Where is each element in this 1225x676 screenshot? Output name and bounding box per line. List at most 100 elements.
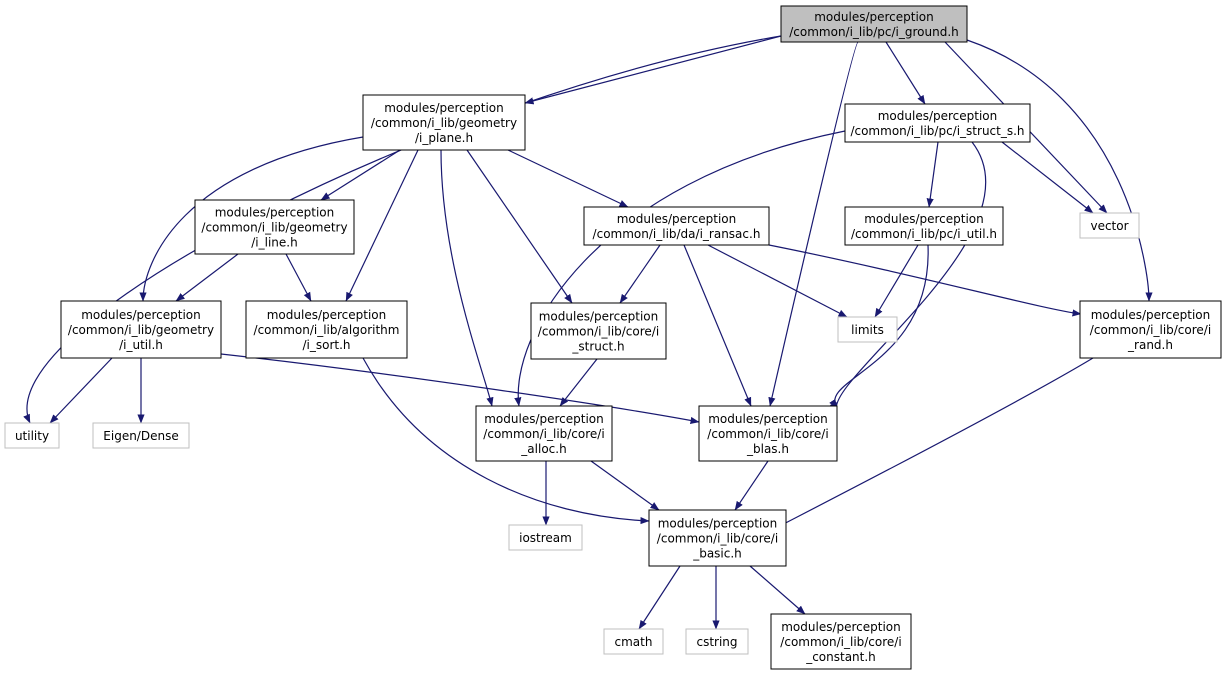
node-label-line: modules/perception (267, 308, 387, 322)
node-label-line: modules/perception (878, 109, 998, 123)
node-label-line: /common/i_lib/pc/i_struct_s.h (850, 124, 1024, 138)
node-cstring: cstring (685, 628, 749, 655)
node-box (685, 628, 749, 655)
node-box (844, 206, 1004, 246)
edge-i_blas-to-i_basic (734, 460, 769, 511)
node-i-ransac[interactable]: modules/perception/common/i_lib/da/i_ran… (583, 206, 770, 246)
node-box (1079, 300, 1222, 359)
node-box (4, 422, 60, 449)
node-label-line: _constant.h (805, 650, 876, 664)
node-label-line: cmath (615, 635, 653, 649)
edge-pc_i_util-to-i_blas (829, 244, 929, 409)
edge-i_struct_s-to-i_blas (830, 141, 987, 412)
node-label-line: modules/perception (81, 308, 201, 322)
node-box (530, 302, 667, 360)
node-label-line: _basic.h (692, 547, 742, 561)
node-label-line: /common/i_lib/geometry (68, 323, 214, 337)
node-label-line: /common/i_lib/algorithm (254, 323, 400, 337)
node-pc-i-util[interactable]: modules/perception/common/i_lib/pc/i_uti… (844, 206, 1004, 246)
node-box (844, 103, 1031, 143)
node-label-line: iostream (519, 531, 572, 545)
node-i-struct-s[interactable]: modules/perception/common/i_lib/pc/i_str… (844, 103, 1031, 143)
edge-i_line-to-i_sort (285, 253, 312, 302)
node-box (92, 422, 190, 449)
node-i-struct[interactable]: modules/perception/common/i_lib/core/i_s… (530, 302, 667, 360)
node-label-line: modules/perception (781, 620, 901, 634)
node-label-line: modules/perception (864, 212, 984, 226)
edge-i_ground-to-i_blas (768, 41, 859, 407)
node-i-constant[interactable]: modules/perception/common/i_lib/core/i_c… (770, 613, 912, 670)
node-label-line: modules/perception (539, 310, 659, 324)
node-label-line: _struct.h (571, 340, 624, 354)
node-box (245, 300, 408, 359)
edge-i_ground-to-i_rand (966, 39, 1153, 302)
node-label-line: /common/i_lib/core/i (780, 635, 901, 649)
node-label-line: vector (1090, 219, 1128, 233)
edge-geo_i_util-to-i_blas (220, 353, 700, 424)
node-utility: utility (4, 422, 60, 449)
node-i-line[interactable]: modules/perception/common/i_lib/geometry… (194, 199, 355, 255)
node-i-rand[interactable]: modules/perception/common/i_lib/core/i_r… (1079, 300, 1222, 359)
node-i-plane[interactable]: modules/perception/common/i_lib/geometry… (362, 94, 526, 151)
edge-i_struct-to-i_alloc (559, 358, 598, 407)
node-i-alloc[interactable]: modules/perception/common/i_lib/core/i_a… (475, 405, 613, 462)
node-label-line: modules/perception (484, 412, 604, 426)
node-label-line: /i_sort.h (302, 338, 350, 352)
node-box (475, 405, 613, 462)
edge-i_plane-to-i_ransac (507, 149, 629, 208)
node-cmath: cmath (603, 628, 664, 655)
edge-i_struct_s-to-vector (1001, 141, 1094, 214)
edge-i_struct_s-to-pc_i_util (926, 141, 939, 208)
node-box (770, 613, 912, 670)
node-iostream: iostream (508, 524, 583, 551)
node-eigen-dense: Eigen/Dense (92, 422, 190, 449)
node-i-ground[interactable]: modules/perception/common/i_lib/pc/i_gro… (780, 5, 968, 43)
node-label-line: /i_plane.h (415, 131, 473, 145)
node-label-line: modules/perception (617, 212, 737, 226)
node-label-line: limits (851, 323, 884, 337)
node-label-line: _alloc.h (520, 442, 566, 456)
node-label-line: modules/perception (814, 10, 934, 24)
node-label-line: Eigen/Dense (103, 429, 178, 443)
edge-i_ground-to-i_struct_s (885, 41, 926, 105)
node-i-basic[interactable]: modules/perception/common/i_lib/core/i_b… (648, 509, 787, 567)
edge-i_ransac-to-i_blas (683, 244, 752, 407)
edge-i_ransac-to-i_struct (619, 244, 661, 304)
node-i-blas[interactable]: modules/perception/common/i_lib/core/i_b… (698, 405, 838, 462)
edge-i_plane-to-geo_i_util (139, 136, 364, 302)
node-label-line: /common/i_lib/geometry (201, 221, 347, 235)
edge-i_ransac-to-i_rand (768, 244, 1082, 317)
node-box (780, 5, 968, 43)
node-label-line: cstring (696, 635, 737, 649)
edge-i_ransac-to-limits (707, 244, 848, 318)
node-label-line: modules/perception (215, 206, 335, 220)
edge-i_plane-to-i_sort (345, 149, 419, 302)
edge-i_basic-to-cmath (638, 565, 681, 630)
edge-i_alloc-to-i_basic (590, 460, 660, 511)
node-label-line: /i_util.h (119, 338, 163, 352)
node-box (837, 316, 898, 343)
node-i-sort[interactable]: modules/perception/common/i_lib/algorith… (245, 300, 408, 359)
node-box (698, 405, 838, 462)
node-geo-i-util[interactable]: modules/perception/common/i_lib/geometry… (60, 300, 222, 359)
edge-i_sort-to-i_basic (362, 357, 650, 525)
edge-pc_i_util-to-limits (874, 244, 919, 318)
node-label-line: /common/i_lib/pc/i_ground.h (789, 25, 958, 39)
node-label-line: /common/i_lib/core/i (657, 532, 778, 546)
node-box (362, 94, 526, 151)
node-box (1079, 212, 1140, 239)
edge-i_basic-to-i_constant (749, 565, 806, 615)
node-label-line: modules/perception (708, 412, 828, 426)
node-box (648, 509, 787, 567)
node-label-line: /common/i_lib/pc/i_util.h (851, 227, 997, 241)
edge-i_plane-to-i_alloc (440, 149, 494, 407)
edge-i_struct_s-to-i_alloc (514, 130, 846, 407)
node-limits: limits (837, 316, 898, 343)
node-label-line: _rand.h (1127, 338, 1173, 352)
node-label-line: modules/perception (384, 101, 504, 115)
node-box (583, 206, 770, 246)
node-label-line: modules/perception (658, 517, 778, 531)
node-box (508, 524, 583, 551)
node-label-line: /common/i_lib/core/i (1090, 323, 1211, 337)
